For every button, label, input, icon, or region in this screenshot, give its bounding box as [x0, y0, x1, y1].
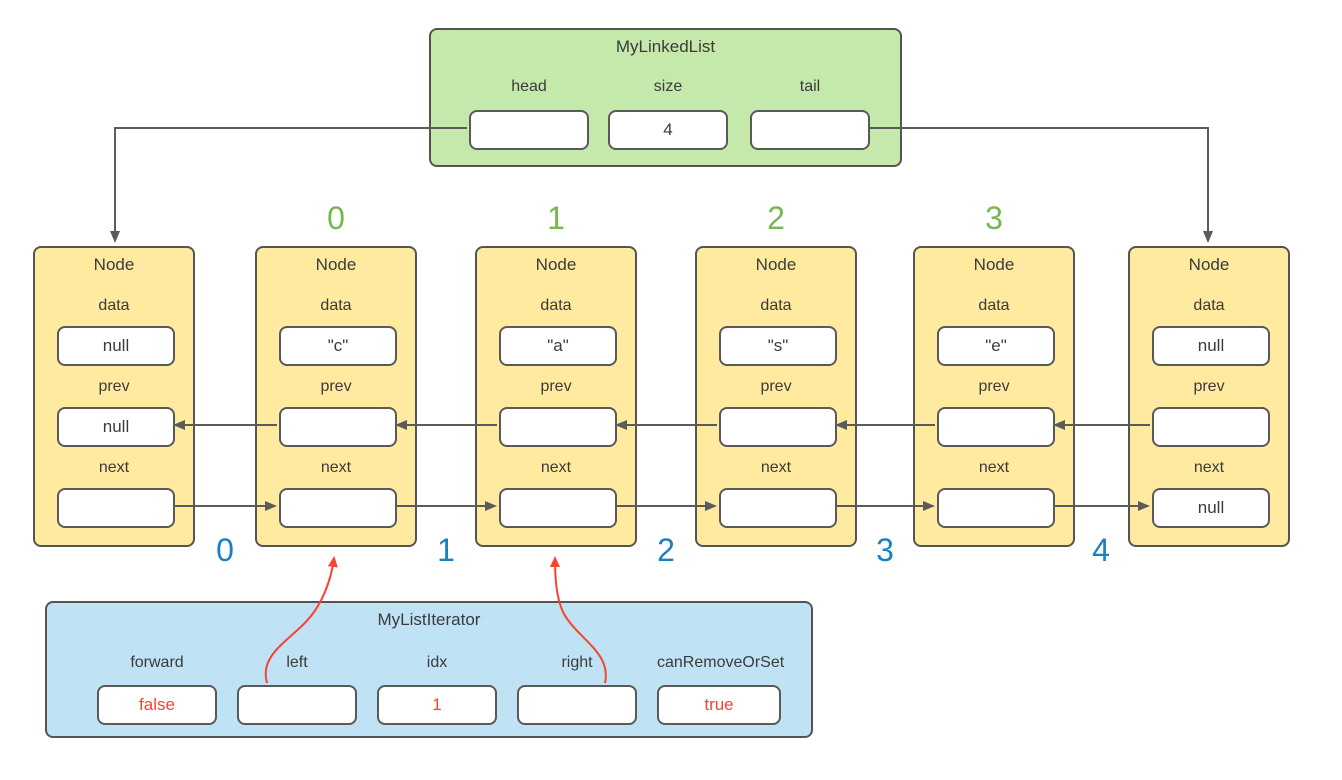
head-label: head	[511, 78, 547, 95]
node-data-slot: "a"	[499, 326, 617, 366]
node-data-slot: "c"	[279, 326, 397, 366]
node-prev-slot	[499, 407, 617, 447]
head-pointer-arrow	[110, 127, 467, 243]
node-data-value: null	[1197, 336, 1225, 355]
tail-slot	[750, 110, 870, 150]
node-next-label: next	[540, 459, 572, 476]
right-slot	[517, 685, 637, 725]
mylinkedlist-title: MyLinkedList	[615, 37, 716, 56]
node-next-label: next	[98, 459, 130, 476]
canremoveorset-label: canRemoveOrSet	[657, 654, 785, 671]
canremoveorset-value: true	[704, 695, 734, 714]
node-title: Node	[973, 255, 1015, 274]
node-data-value: null	[102, 336, 130, 355]
canremoveorset-slot: true	[657, 685, 781, 725]
node-next-slot	[279, 488, 397, 528]
node-prev-label: prev	[1193, 378, 1225, 395]
node-title: Node	[535, 255, 577, 274]
node-prev-value: null	[102, 417, 130, 436]
gap-index-label-blue: 0	[216, 532, 234, 568]
tail-pointer-arrow	[868, 127, 1213, 243]
node-data-slot: null	[1152, 326, 1270, 366]
node-data-label: data	[1193, 297, 1225, 314]
node-data-label: data	[540, 297, 572, 314]
node-next-value: null	[1197, 498, 1225, 517]
node-box: Node data "e" prev next	[913, 246, 1075, 547]
idx-slot: 1	[377, 685, 497, 725]
size-label: size	[653, 78, 683, 95]
node-box: Node data null prev next null	[1128, 246, 1290, 547]
node-index-label-green: 1	[547, 200, 565, 236]
node-next-label: next	[320, 459, 352, 476]
forward-value: false	[139, 695, 175, 714]
node-next-label: next	[1193, 459, 1225, 476]
right-label: right	[561, 654, 593, 671]
size-slot: 4	[608, 110, 728, 150]
node-data-value: "a"	[547, 336, 569, 355]
node-index-label-green: 2	[767, 200, 785, 236]
node-data-label: data	[978, 297, 1010, 314]
node-next-slot	[499, 488, 617, 528]
node-prev-slot	[937, 407, 1055, 447]
node-next-slot: null	[1152, 488, 1270, 528]
node-box: Node data "c" prev next	[255, 246, 417, 547]
node-data-label: data	[320, 297, 352, 314]
node-data-label: data	[760, 297, 792, 314]
mylistiterator-box: MyListIterator forward false left idx 1 …	[45, 601, 813, 738]
size-value: 4	[663, 120, 673, 139]
gap-index-label-blue: 3	[876, 532, 894, 568]
head-slot	[469, 110, 589, 150]
gap-index-label-blue: 1	[437, 532, 455, 568]
mylistiterator-title: MyListIterator	[377, 610, 481, 629]
node-box: Node data null prev null next	[33, 246, 195, 547]
node-data-label: data	[98, 297, 130, 314]
mylinkedlist-box: MyLinkedList head size 4 tail	[429, 28, 902, 167]
gap-index-label-blue: 2	[657, 532, 675, 568]
node-data-value: "c"	[327, 336, 349, 355]
node-next-label: next	[978, 459, 1010, 476]
node-title: Node	[315, 255, 357, 274]
node-title: Node	[755, 255, 797, 274]
node-index-label-green: 3	[985, 200, 1003, 236]
node-prev-label: prev	[760, 378, 792, 395]
node-data-slot: "s"	[719, 326, 837, 366]
idx-value: 1	[432, 695, 442, 714]
node-prev-slot: null	[57, 407, 175, 447]
node-next-slot	[57, 488, 175, 528]
node-prev-slot	[279, 407, 397, 447]
node-next-slot	[719, 488, 837, 528]
node-prev-slot	[1152, 407, 1270, 447]
node-title: Node	[1188, 255, 1230, 274]
node-next-slot	[937, 488, 1055, 528]
forward-label: forward	[130, 654, 184, 671]
gap-index-label-blue: 4	[1092, 532, 1110, 568]
node-data-slot: null	[57, 326, 175, 366]
node-title: Node	[93, 255, 135, 274]
node-prev-label: prev	[98, 378, 130, 395]
node-data-value: "s"	[767, 336, 789, 355]
node-prev-label: prev	[320, 378, 352, 395]
node-prev-slot	[719, 407, 837, 447]
node-data-slot: "e"	[937, 326, 1055, 366]
node-index-label-green: 0	[327, 200, 345, 236]
forward-slot: false	[97, 685, 217, 725]
node-box: Node data "a" prev next	[475, 246, 637, 547]
left-label: left	[286, 654, 308, 671]
node-data-value: "e"	[985, 336, 1007, 355]
node-box: Node data "s" prev next	[695, 246, 857, 547]
node-prev-label: prev	[540, 378, 572, 395]
left-slot	[237, 685, 357, 725]
idx-label: idx	[426, 654, 448, 671]
node-prev-label: prev	[978, 378, 1010, 395]
node-next-label: next	[760, 459, 792, 476]
tail-label: tail	[799, 78, 821, 95]
